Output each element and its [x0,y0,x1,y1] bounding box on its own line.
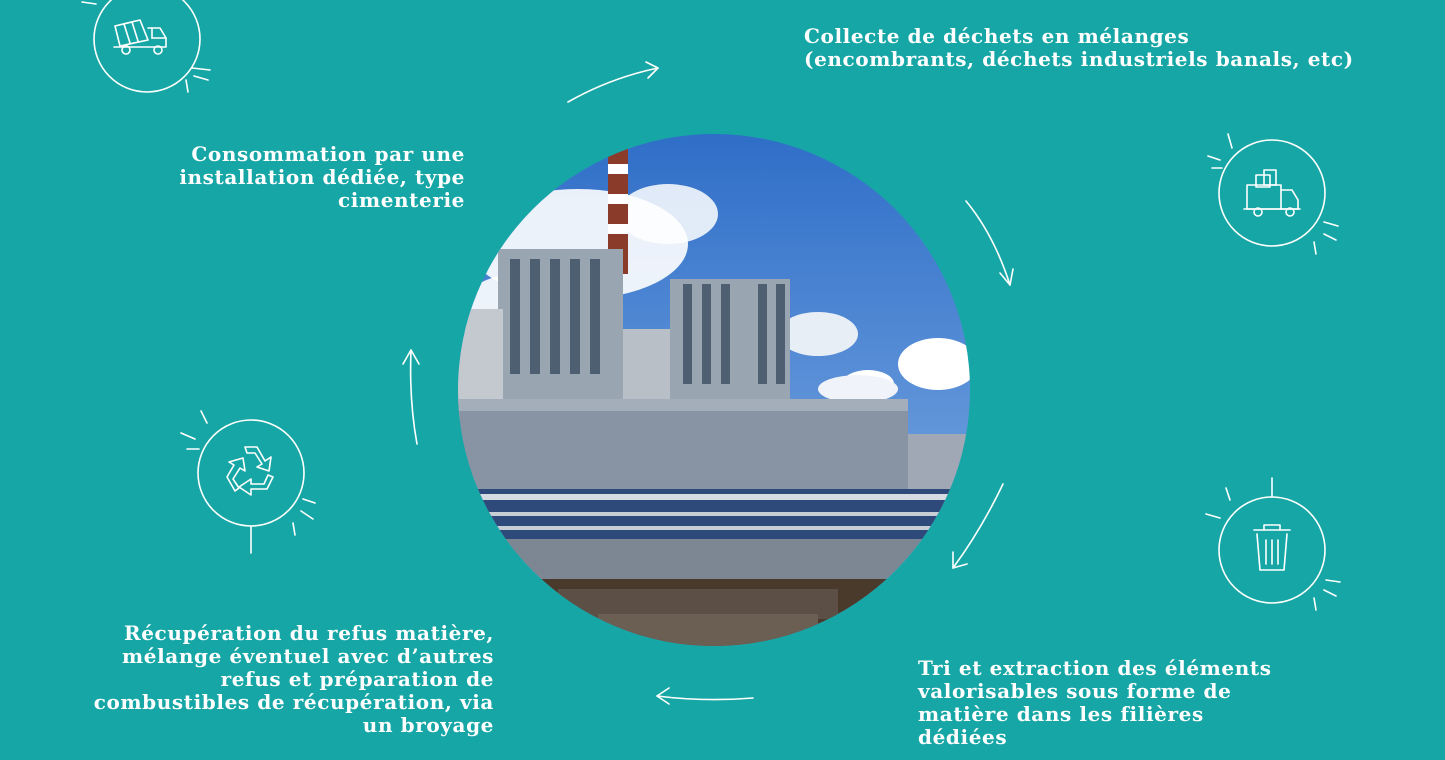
arrow-to-recuperation-1 [952,483,1004,569]
arrow-to-consommation [402,349,420,445]
cement-mixer-truck-icon [80,0,220,100]
step-consommation-label: Consommation par une installation dédiée… [179,142,465,212]
arrow-to-tri [965,200,1014,286]
delivery-truck-icon [1200,130,1350,260]
industrial-plant-photo [458,134,970,646]
trash-bin-icon [1200,477,1350,618]
recycle-icon [175,405,325,555]
step-recuperation-label: Récupération du refus matière, mélange é… [93,621,494,737]
step-tri-label: Tri et extraction des éléments valorisab… [918,656,1272,749]
arrow-to-recuperation-2 [656,687,754,705]
arrow-to-collecte [567,61,659,103]
step-collecte-label: Collecte de déchets en mélanges (encombr… [804,24,1354,71]
